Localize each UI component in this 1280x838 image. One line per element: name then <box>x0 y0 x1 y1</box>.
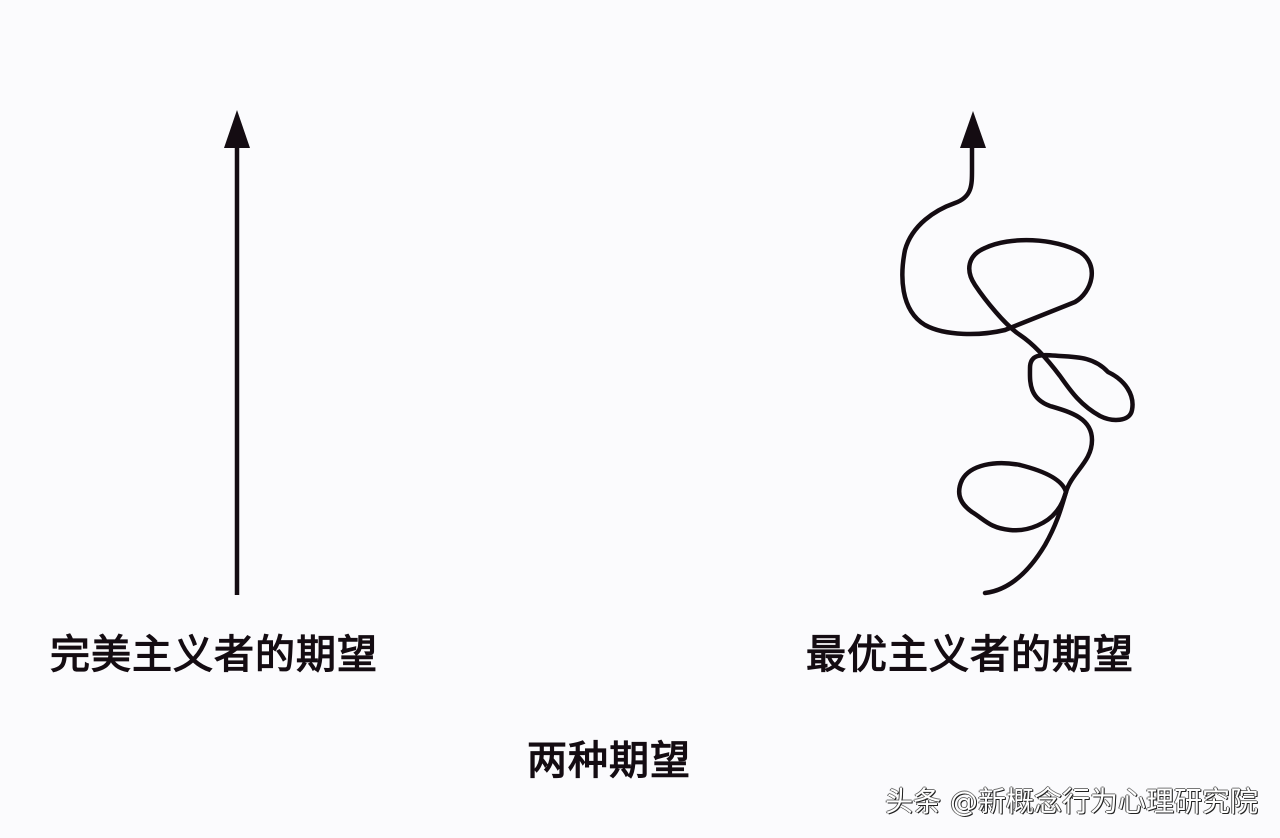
winding-arrow-icon <box>900 111 1135 596</box>
perfectionist-expectation-label: 完美主义者的期望 <box>50 632 378 678</box>
straight-arrow-icon <box>224 110 250 595</box>
optimalist-expectation-label: 最优主义者的期望 <box>806 632 1134 678</box>
diagram-caption: 两种期望 <box>527 738 691 784</box>
source-watermark: 头条 @新概念行为心理研究院 <box>885 785 1258 818</box>
